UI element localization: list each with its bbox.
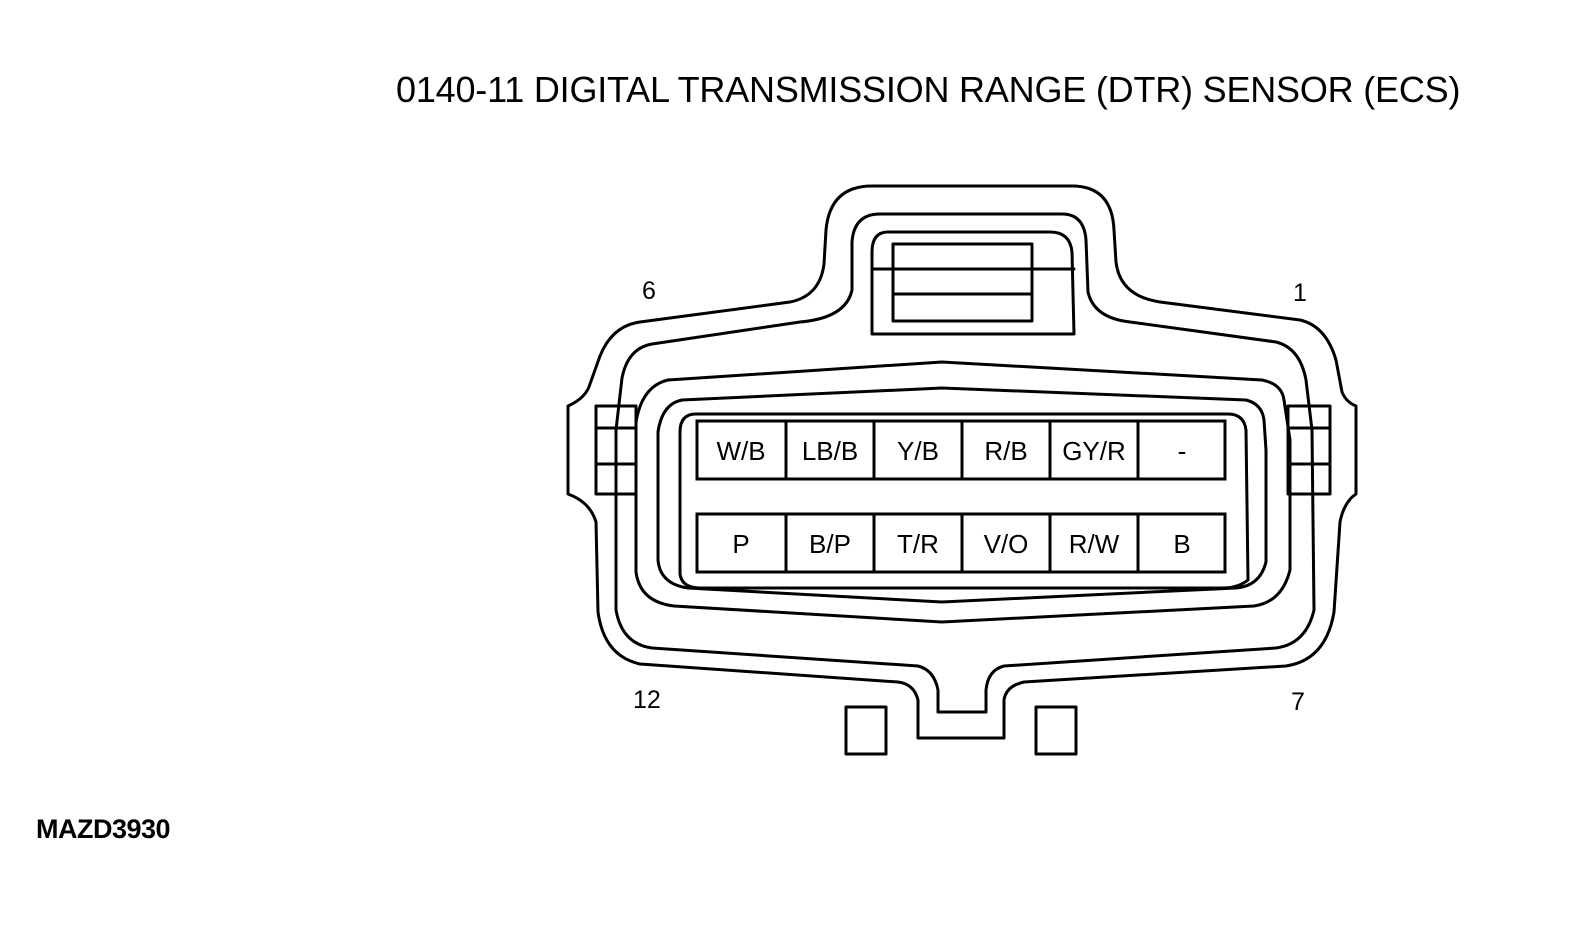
pin-label-top-2: LB/B [802, 436, 858, 466]
figure-id: MAZD3930 [36, 814, 171, 844]
pin-number-12: 12 [633, 686, 661, 714]
pin-label-top-3: Y/B [897, 436, 939, 466]
pin-label-top-6: - [1178, 436, 1187, 466]
pin-label-top-4: R/B [984, 436, 1027, 466]
pin-label-bottom-1: P [732, 529, 749, 559]
pin-cell-bottom-2 [784, 512, 876, 574]
terminal-cavity-outer [634, 360, 1292, 624]
terminal-cavity-recess [678, 412, 1250, 590]
left-locking-tab [594, 404, 638, 496]
pin-cell-top-1 [695, 419, 788, 481]
pin-label-top-5: GY/R [1062, 436, 1126, 466]
pin-label-bottom-6: B [1173, 529, 1190, 559]
pin-cell-top-3 [872, 419, 964, 481]
pin-cell-bottom-5 [1048, 512, 1140, 574]
connector-housing-inner [614, 212, 1316, 714]
left-bottom-peg [844, 705, 888, 756]
pin-number-6: 6 [642, 277, 656, 305]
right-locking-tab [1286, 404, 1332, 496]
connector-housing-outer [566, 184, 1358, 740]
diagram-title: 0140-11 DIGITAL TRANSMISSION RANGE (DTR)… [396, 69, 1461, 110]
pin-cell-bottom-4 [960, 512, 1052, 574]
latch-frame [870, 230, 1076, 336]
pin-label-bottom-3: T/R [897, 529, 939, 559]
pin-number-7: 7 [1291, 688, 1305, 716]
pin-label-top-1: W/B [716, 436, 765, 466]
pin-cell-top-6 [1136, 419, 1227, 481]
pin-label-bottom-2: B/P [809, 529, 851, 559]
latch-window [891, 242, 1034, 323]
pin-cell-top-2 [784, 419, 876, 481]
right-bottom-peg [1034, 705, 1078, 756]
pin-label-bottom-4: V/O [984, 529, 1029, 559]
pin-label-bottom-5: R/W [1069, 529, 1120, 559]
terminal-cavity-inner [656, 386, 1268, 604]
pin-cell-bottom-6 [1136, 512, 1227, 574]
pin-number-1: 1 [1293, 279, 1307, 307]
